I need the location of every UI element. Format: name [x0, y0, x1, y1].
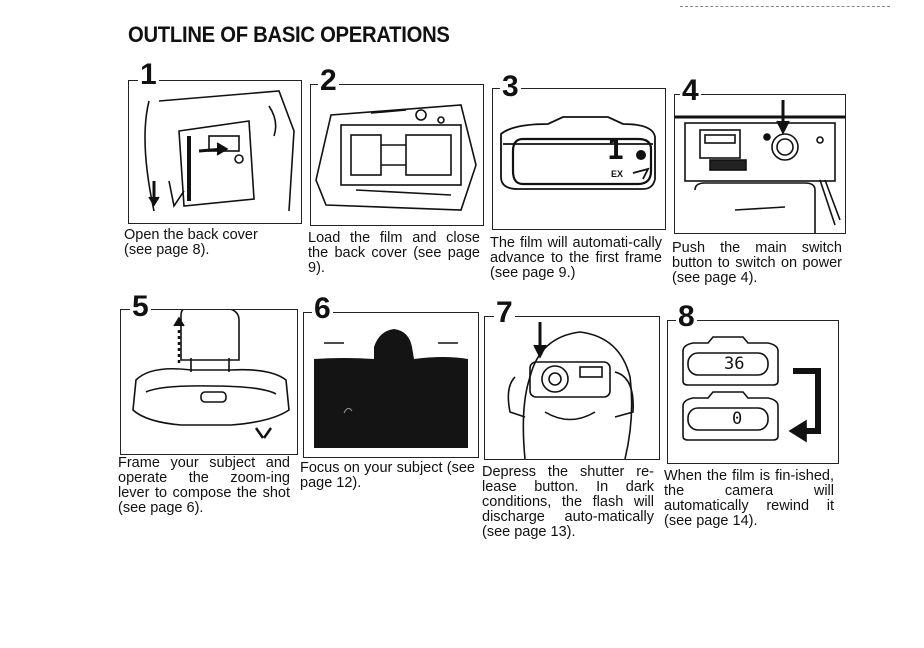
- viewfinder-focus-illustration: [303, 312, 479, 458]
- step-caption: Open the back cover (see page 8).: [124, 227, 258, 258]
- step-caption: Depress the shutter re-lease button. In …: [482, 464, 654, 540]
- step-caption: Frame your subject and operate the zoom-…: [118, 455, 290, 516]
- step-number: 5: [130, 290, 151, 323]
- step-caption: The film will automati-cally advance to …: [490, 235, 662, 281]
- main-switch-illustration: [674, 94, 846, 234]
- step-number: 8: [676, 300, 697, 333]
- top-rule: [680, 6, 890, 7]
- exposure-unit-label: EX: [611, 169, 624, 179]
- frame-count-display: 1: [607, 133, 624, 166]
- step-number: 7: [494, 296, 515, 329]
- step-caption: When the film is fin-ished, the camera w…: [664, 468, 834, 529]
- page-title: OUTLINE OF BASIC OPERATIONS: [128, 22, 450, 47]
- step-caption: Focus on your subject (see page 12).: [300, 460, 475, 491]
- zoom-lever-illustration: [120, 309, 298, 455]
- step-number: 4: [680, 74, 701, 107]
- counter-display-0: 0: [732, 409, 743, 429]
- film-counter-illustration: 1 EX: [492, 88, 666, 230]
- step-number: 1: [138, 58, 159, 91]
- counter-display-36: 36: [724, 354, 745, 374]
- open-back-cover-illustration: [128, 80, 302, 224]
- step-number: 6: [312, 292, 333, 325]
- step-number: 3: [500, 70, 521, 103]
- step-caption: Load the film and close the back cover (…: [308, 230, 480, 276]
- shutter-release-illustration: [484, 316, 660, 460]
- step-number: 2: [318, 64, 339, 97]
- load-film-illustration: [310, 84, 484, 226]
- step-caption: Push the main switch button to switch on…: [672, 240, 842, 286]
- film-rewind-illustration: 36 0: [667, 320, 839, 464]
